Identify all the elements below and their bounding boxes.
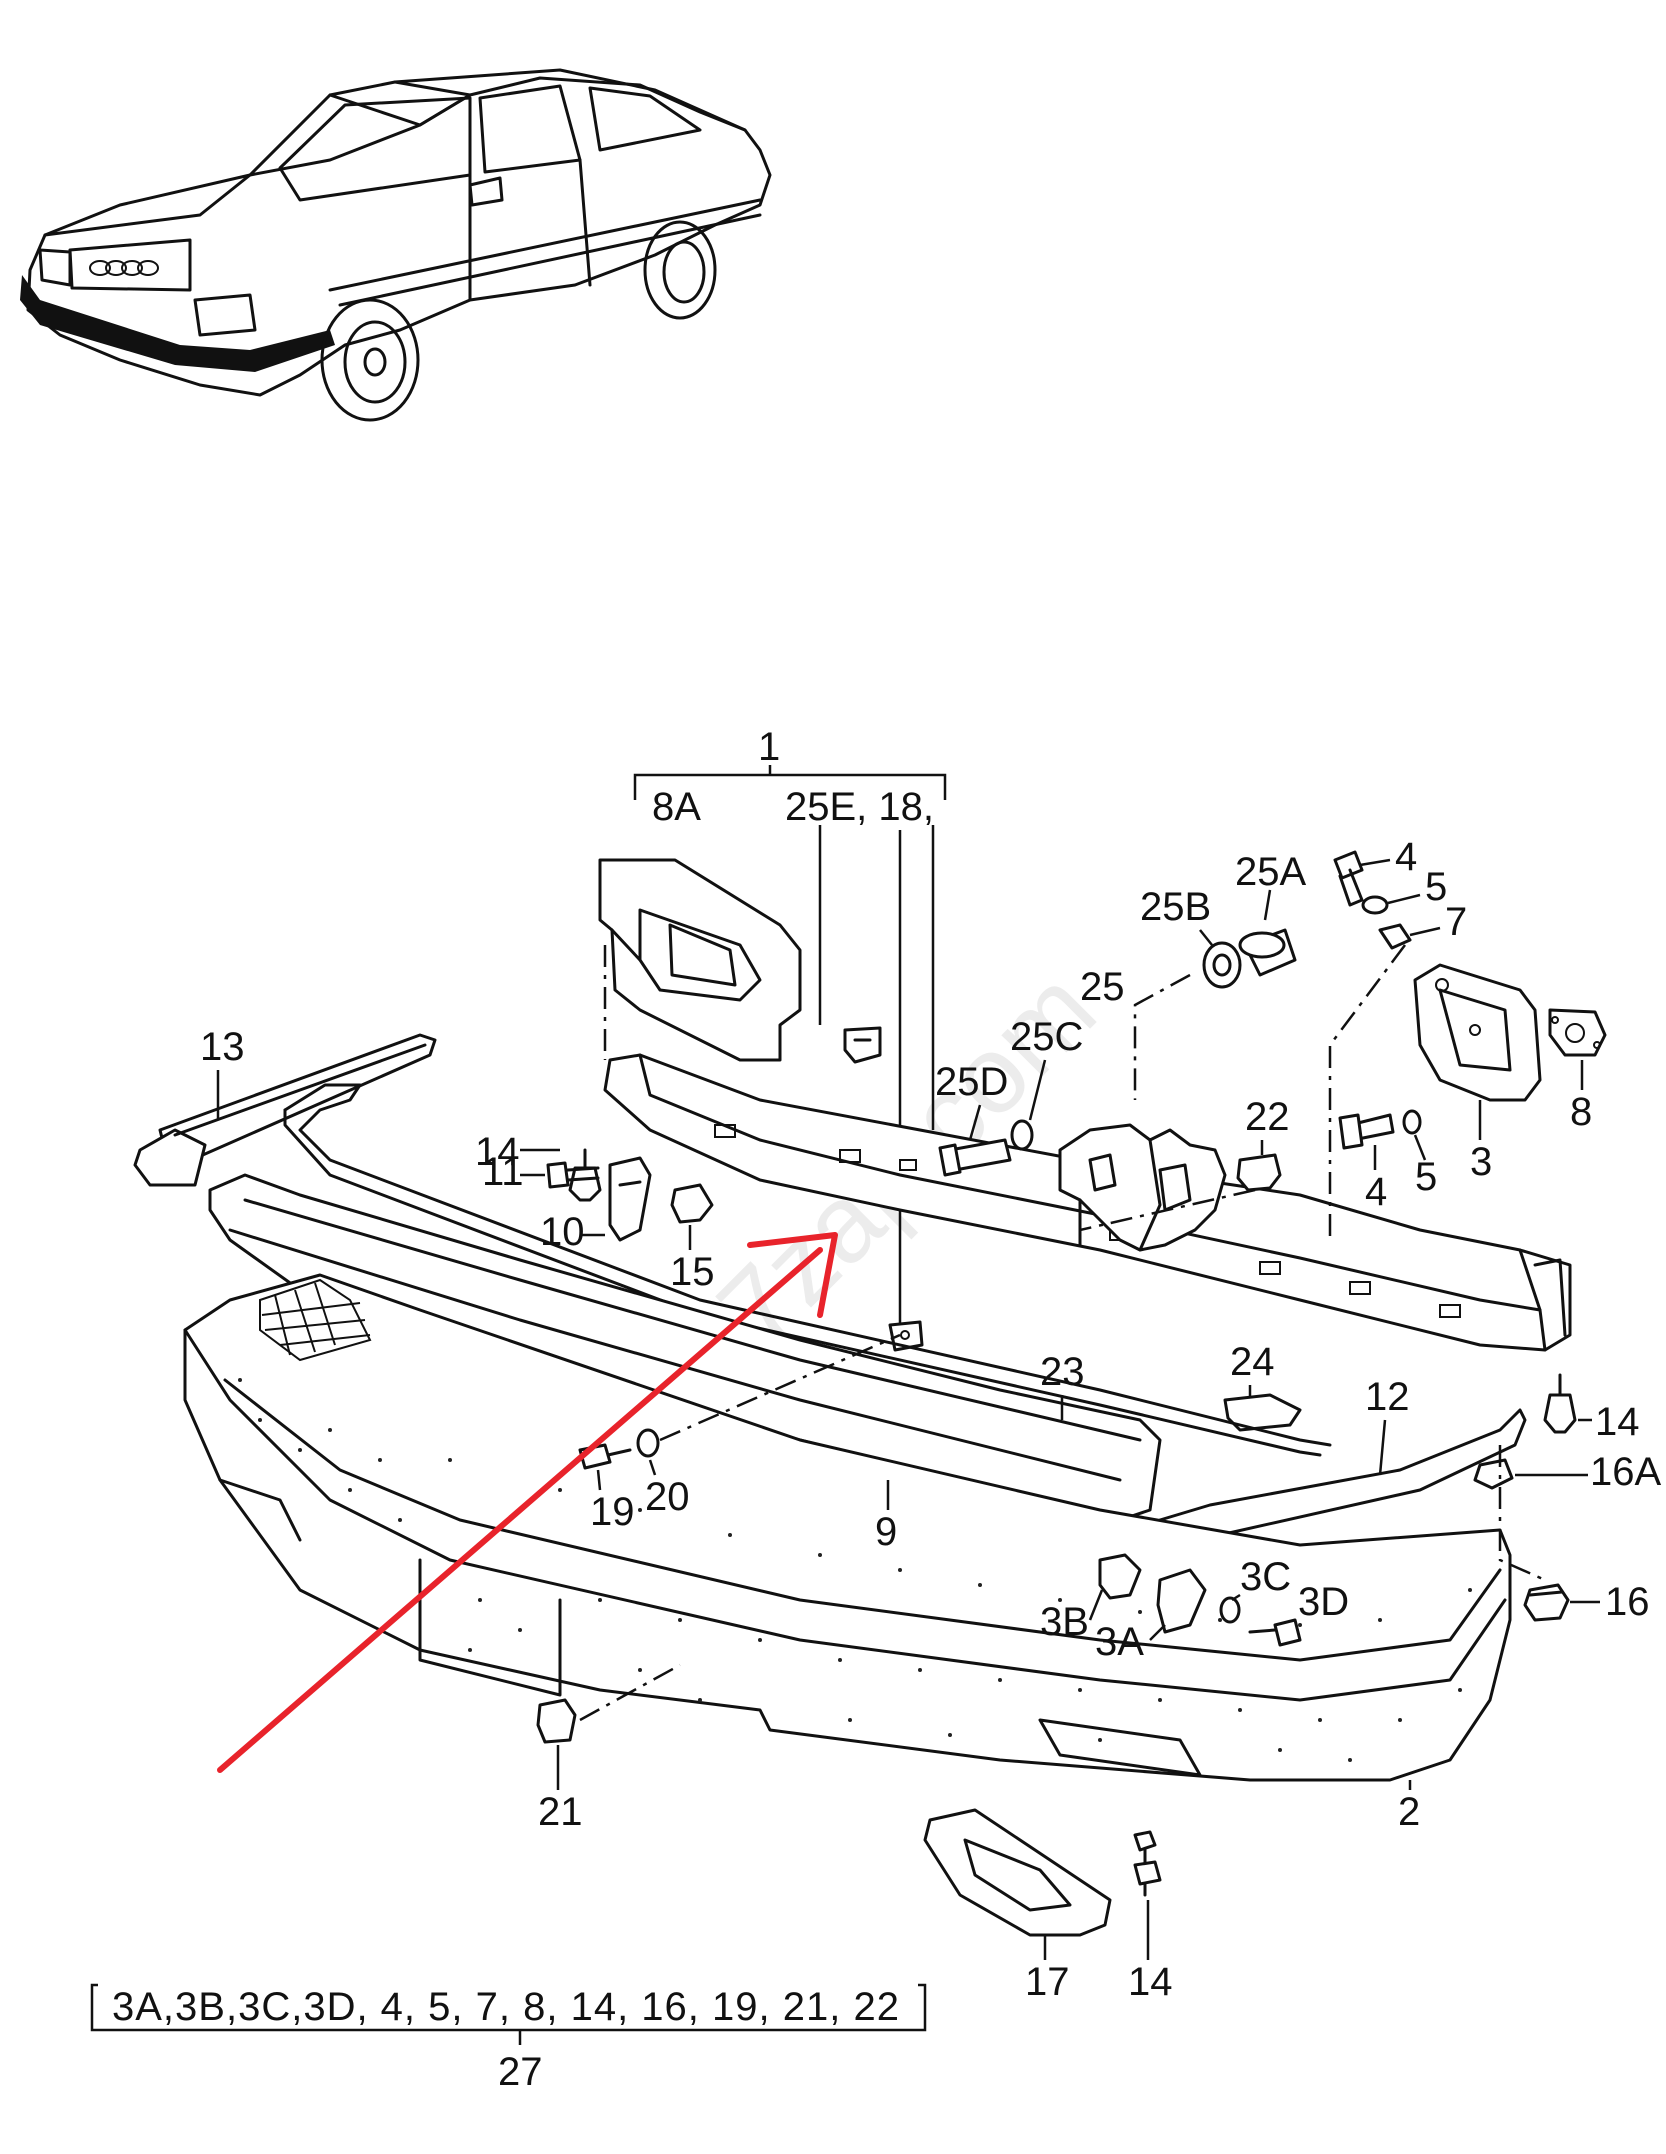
clip-14-left [568,1148,602,1202]
callout-5-mid: 5 [1415,1155,1437,1199]
fog-grille-17 [923,1808,1112,1937]
callout-11: 11 [482,1150,524,1194]
nut-7 [1378,923,1412,950]
callout-16: 16 [1605,1580,1650,1624]
bracket-3 [1413,963,1542,1102]
callout-22: 22 [1245,1095,1290,1139]
buffer-15 [670,1183,714,1224]
assembly-number: 1 [758,725,780,769]
washer-25b [1202,941,1242,989]
clip-22 [1236,1153,1282,1192]
clip-25e [843,1026,882,1064]
washer-5-top [1361,895,1389,915]
clip-3b [1098,1553,1142,1600]
assembly-bracket-1: 1 8A 25E, 18, [633,725,947,1325]
callout-25b: 25B [1140,885,1211,929]
kit-parts-list: 3A,3B,3C,3D, 4, 5, 7, 8, 14, 16, 19, 21,… [112,1985,900,2029]
bolt-4-mid [1338,1113,1395,1150]
clip-14-bottom [1133,1830,1162,1897]
clip-24 [1223,1393,1302,1432]
callout-25a: 25A [1235,850,1306,894]
nut-16 [1523,1583,1570,1622]
callout-14-right: 14 [1595,1400,1640,1444]
bolt-4-top [1333,850,1364,907]
washer-3c [1219,1596,1241,1624]
screw-11 [546,1161,600,1189]
callout-14-bottom: 14 [1128,1960,1173,2004]
callout-12: 12 [1365,1375,1410,1419]
callout-23: 23 [1040,1350,1085,1394]
callout-3d: 3D [1298,1580,1349,1624]
callout-3c: 3C [1240,1555,1291,1599]
callout-14-left: 14 [475,1130,520,1174]
axis-22 [1078,1188,1256,1245]
bracket-3a [1156,1568,1207,1634]
mounting-bracket-25 [1058,1123,1227,1252]
callout-2: 2 [1398,1790,1420,1834]
bracket-8a [598,858,802,1062]
callout-4-mid: 4 [1365,1170,1387,1214]
callout-21: 21 [538,1790,583,1834]
callout-8: 8 [1570,1090,1592,1134]
axis-19 [659,1333,901,1442]
highlight-arrow [217,1232,838,1773]
callout-3: 3 [1470,1140,1492,1184]
callout-3a: 3A [1095,1620,1144,1664]
callout-19: 19 [590,1490,635,1534]
callout-8a: 8A [652,785,701,829]
callout-3b: 3B [1040,1600,1089,1644]
callout-10: 10 [540,1210,585,1254]
clip-18 [888,1320,924,1352]
callout-13: 13 [200,1025,245,1069]
callout-17: 17 [1025,1960,1070,2004]
callout-5-top: 5 [1425,865,1447,909]
kit-bracket-27: 3A,3B,3C,3D, 4, 5, 7, 8, 14, 16, 19, 21,… [90,1983,927,2094]
strip-12 [1158,1408,1527,1542]
bolt-25d [938,1138,1012,1177]
bumper-cover-2 [183,1273,1512,1782]
washer-5-mid [1402,1109,1422,1135]
callout-25c: 25C [1010,1015,1083,1059]
axis-3 [1328,944,1406,1240]
washer-20 [636,1428,660,1458]
callout-24: 24 [1230,1340,1275,1384]
callout-25d: 25D [935,1060,1008,1104]
callout-16a: 16A [1590,1450,1661,1494]
callout-9: 9 [875,1510,897,1554]
screw-3d [1248,1618,1302,1647]
car-illustration [20,68,772,422]
callouts: 13 14 11 10 15 25B 25A 25 25C 25D 4 5 7 … [200,835,1661,2004]
callout-15: 15 [670,1250,715,1294]
callout-7: 7 [1445,900,1467,944]
callout-4-top: 4 [1395,835,1417,879]
nut-25a [1238,928,1297,977]
nut-16a [1473,1458,1514,1490]
washer-25c [1010,1119,1034,1151]
plate-8 [1548,1008,1607,1057]
callout-25e-18: 25E, 18, [785,785,934,829]
clip-14-right [1543,1373,1577,1434]
callout-25: 25 [1080,965,1125,1009]
clip-21 [536,1663,681,1744]
grille-strip-9 [208,1173,1162,1522]
axis-16 [1498,1445,1546,1582]
callout-20: 20 [645,1475,690,1519]
kit-number: 27 [498,2050,543,2094]
bracket-10 [608,1156,652,1242]
axis-25 [1133,973,1191,1100]
